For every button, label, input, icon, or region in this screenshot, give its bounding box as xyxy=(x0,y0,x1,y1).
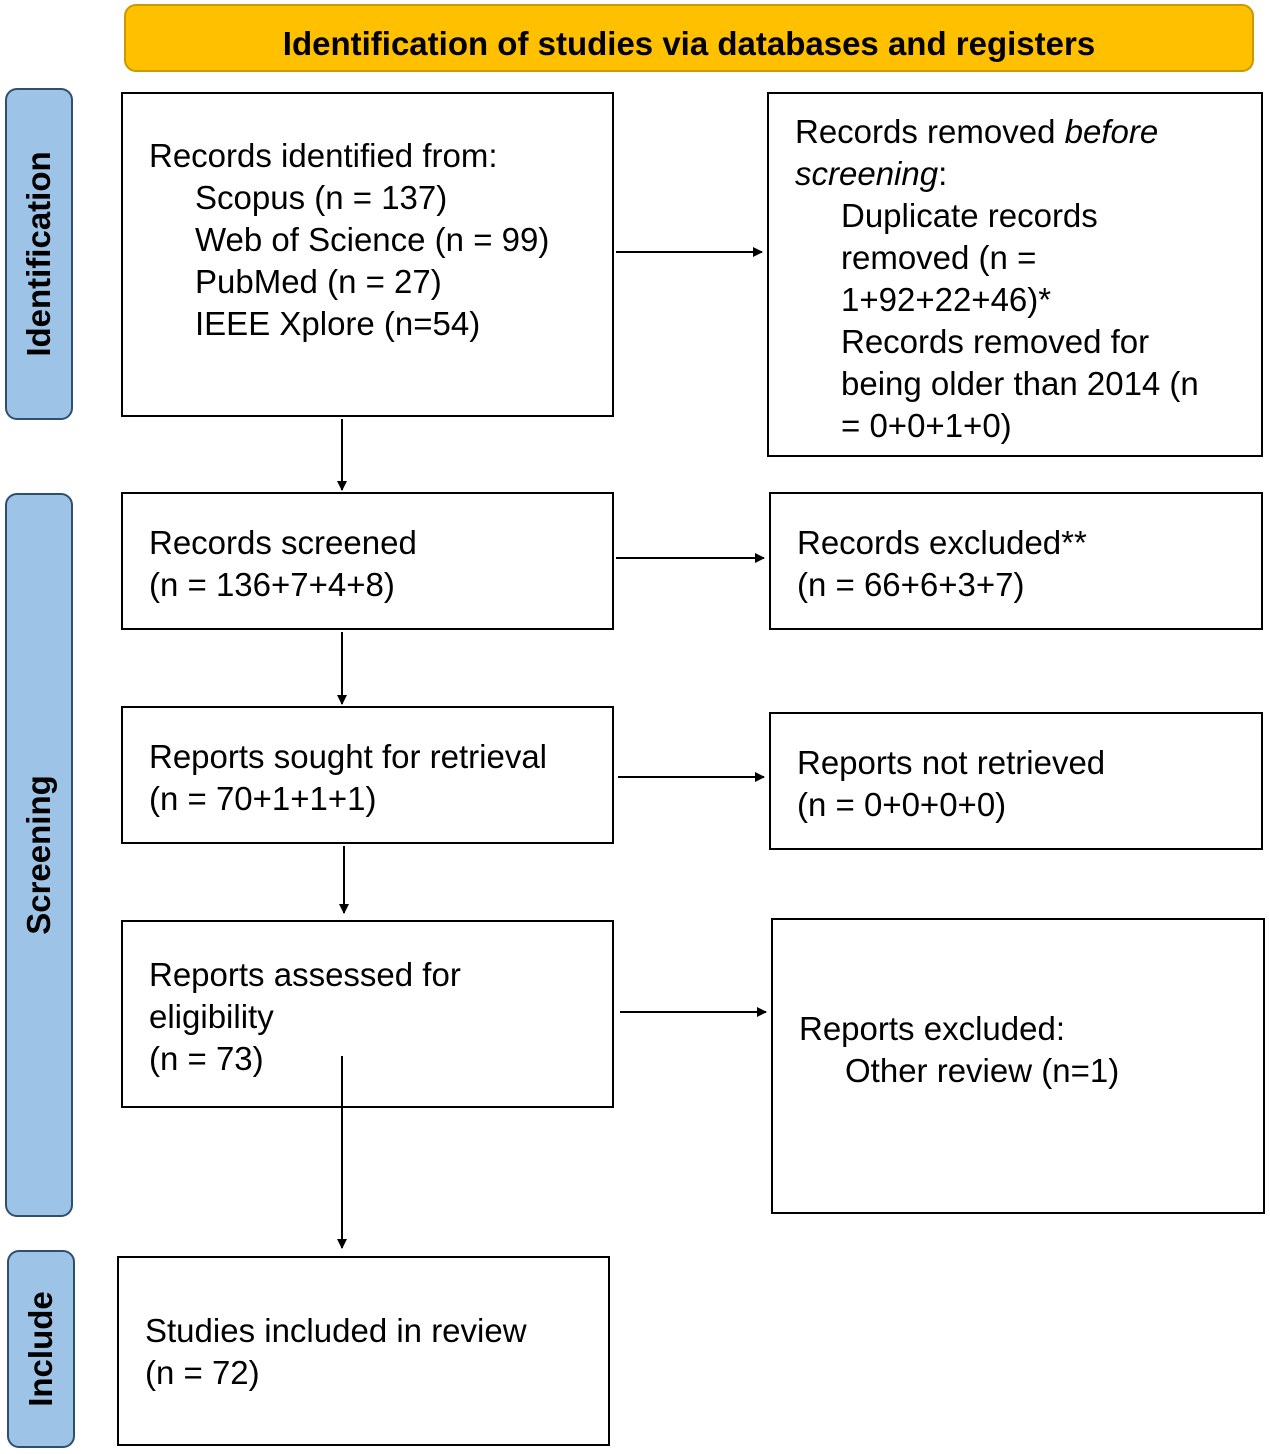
studies-included-box: Studies included in review (n = 72) xyxy=(117,1256,610,1446)
source-web-of-science: Web of Science (n = 99) xyxy=(195,221,550,258)
records-identified-title: Records identified from: xyxy=(149,137,498,174)
records-removed-italic-before: before xyxy=(1064,113,1159,150)
older-line-2: being older than 2014 (n xyxy=(841,365,1199,402)
records-excluded-title: Records excluded** xyxy=(797,524,1087,561)
reports-sought-box: Reports sought for retrieval (n = 70+1+1… xyxy=(121,706,614,844)
duplicate-line-1: Duplicate records xyxy=(841,197,1098,234)
reports-excluded-box: Reports excluded: Other review (n=1) xyxy=(771,918,1265,1214)
reports-excluded-content: Reports excluded: Other review (n=1) xyxy=(799,1008,1119,1092)
source-pubmed: PubMed (n = 27) xyxy=(195,263,442,300)
records-identified-content: Records identified from: Scopus (n = 137… xyxy=(149,135,549,345)
duplicate-line-3: 1+92+22+46)* xyxy=(841,281,1052,318)
source-ieee-xplore: IEEE Xplore (n=54) xyxy=(195,305,481,342)
reports-assessed-title2: eligibility xyxy=(149,998,274,1035)
older-line-3: = 0+0+1+0) xyxy=(841,407,1012,444)
reports-not-retrieved-n: (n = 0+0+0+0) xyxy=(797,786,1007,823)
records-removed-prefix: Records removed xyxy=(795,113,1065,150)
records-removed-title-line2: screening: xyxy=(795,153,1199,195)
records-identified-box: Records identified from: Scopus (n = 137… xyxy=(121,92,614,417)
records-screened-content: Records screened (n = 136+7+4+8) xyxy=(149,522,417,606)
reports-assessed-n: (n = 73) xyxy=(149,1040,264,1077)
header-banner: Identification of studies via databases … xyxy=(124,4,1254,72)
reports-sought-title: Reports sought for retrieval xyxy=(149,738,548,775)
records-removed-suffix: : xyxy=(938,155,948,192)
records-removed-content: Records removed before screening: Duplic… xyxy=(795,111,1199,447)
studies-included-content: Studies included in review (n = 72) xyxy=(145,1310,527,1394)
source-scopus: Scopus (n = 137) xyxy=(195,179,448,216)
reports-excluded-reason: Other review (n=1) xyxy=(845,1052,1120,1089)
records-excluded-box: Records excluded** (n = 66+6+3+7) xyxy=(769,492,1263,630)
reports-excluded-title: Reports excluded: xyxy=(799,1010,1065,1047)
duplicate-line-2: removed (n = xyxy=(841,239,1037,276)
reports-assessed-box: Reports assessed for eligibility (n = 73… xyxy=(121,920,614,1108)
records-removed-box: Records removed before screening: Duplic… xyxy=(767,92,1263,457)
studies-included-n: (n = 72) xyxy=(145,1354,260,1391)
studies-included-title: Studies included in review xyxy=(145,1312,527,1349)
reports-sought-n: (n = 70+1+1+1) xyxy=(149,780,377,817)
records-excluded-content: Records excluded** (n = 66+6+3+7) xyxy=(797,522,1087,606)
records-screened-title: Records screened xyxy=(149,524,417,561)
reports-sought-content: Reports sought for retrieval (n = 70+1+1… xyxy=(149,736,547,820)
records-excluded-n: (n = 66+6+3+7) xyxy=(797,566,1025,603)
phase-identification: Identification xyxy=(5,88,73,420)
reports-assessed-content: Reports assessed for eligibility (n = 73… xyxy=(149,954,461,1080)
reports-not-retrieved-title: Reports not retrieved xyxy=(797,744,1106,781)
phase-screening: Screening xyxy=(5,493,73,1217)
records-removed-italic-screening: screening xyxy=(795,155,939,192)
reports-not-retrieved-box: Reports not retrieved (n = 0+0+0+0) xyxy=(769,712,1263,850)
reports-assessed-title: Reports assessed for xyxy=(149,956,461,993)
older-line-1: Records removed for xyxy=(841,323,1150,360)
records-screened-box: Records screened (n = 136+7+4+8) xyxy=(121,492,614,630)
records-removed-title-line1: Records removed before xyxy=(795,111,1199,153)
reports-not-retrieved-content: Reports not retrieved (n = 0+0+0+0) xyxy=(797,742,1105,826)
records-screened-n: (n = 136+7+4+8) xyxy=(149,566,395,603)
phase-include: Include xyxy=(7,1250,75,1448)
